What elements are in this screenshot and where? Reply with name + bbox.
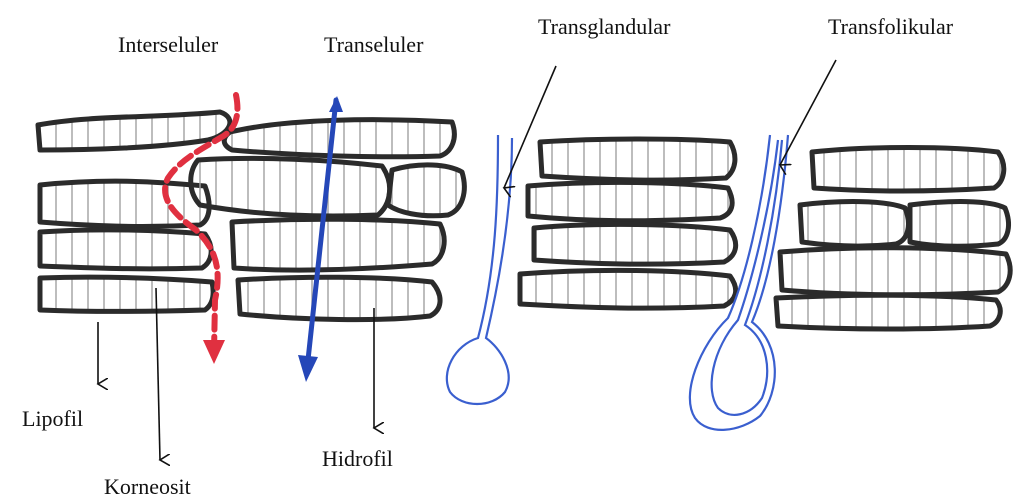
corneocyte [520, 270, 736, 308]
corneocyte [776, 295, 1000, 329]
corneocyte-stack-middle [520, 139, 736, 308]
corneocyte-stack-right [776, 148, 1010, 330]
label-transfolikular: Transfolikular [822, 14, 959, 39]
corneocyte [40, 230, 211, 269]
corneocyte [38, 112, 230, 150]
label-transeluler: Transeluler [318, 32, 429, 57]
corneocyte [800, 202, 908, 247]
label-korneosit: Korneosit [98, 474, 197, 499]
corneocyte [910, 202, 1009, 247]
corneocyte [40, 277, 213, 311]
corneocyte [40, 181, 209, 226]
label-hidrofil: Hidrofil [316, 446, 399, 471]
label-transglandular: Transglandular [532, 14, 676, 39]
corneocyte [534, 224, 736, 264]
corneocyte [528, 182, 732, 220]
corneocyte [812, 148, 1004, 192]
corneocyte [191, 158, 390, 216]
corneocyte [238, 277, 440, 319]
corneocyte [780, 248, 1010, 295]
corneocyte [540, 139, 735, 180]
intercellular-route-arrowhead [203, 340, 225, 364]
transcellular-up-arrowhead [329, 96, 343, 112]
korneosit-pointer [156, 288, 160, 460]
corneocyte-stack-left [38, 112, 464, 320]
corneocyte [224, 120, 454, 157]
corneocyte [388, 165, 464, 216]
corneocyte [232, 219, 444, 270]
label-interseluler: Interseluler [112, 32, 224, 57]
transcellular-down-arrowhead [298, 355, 318, 382]
label-lipofil: Lipofil [16, 406, 89, 431]
